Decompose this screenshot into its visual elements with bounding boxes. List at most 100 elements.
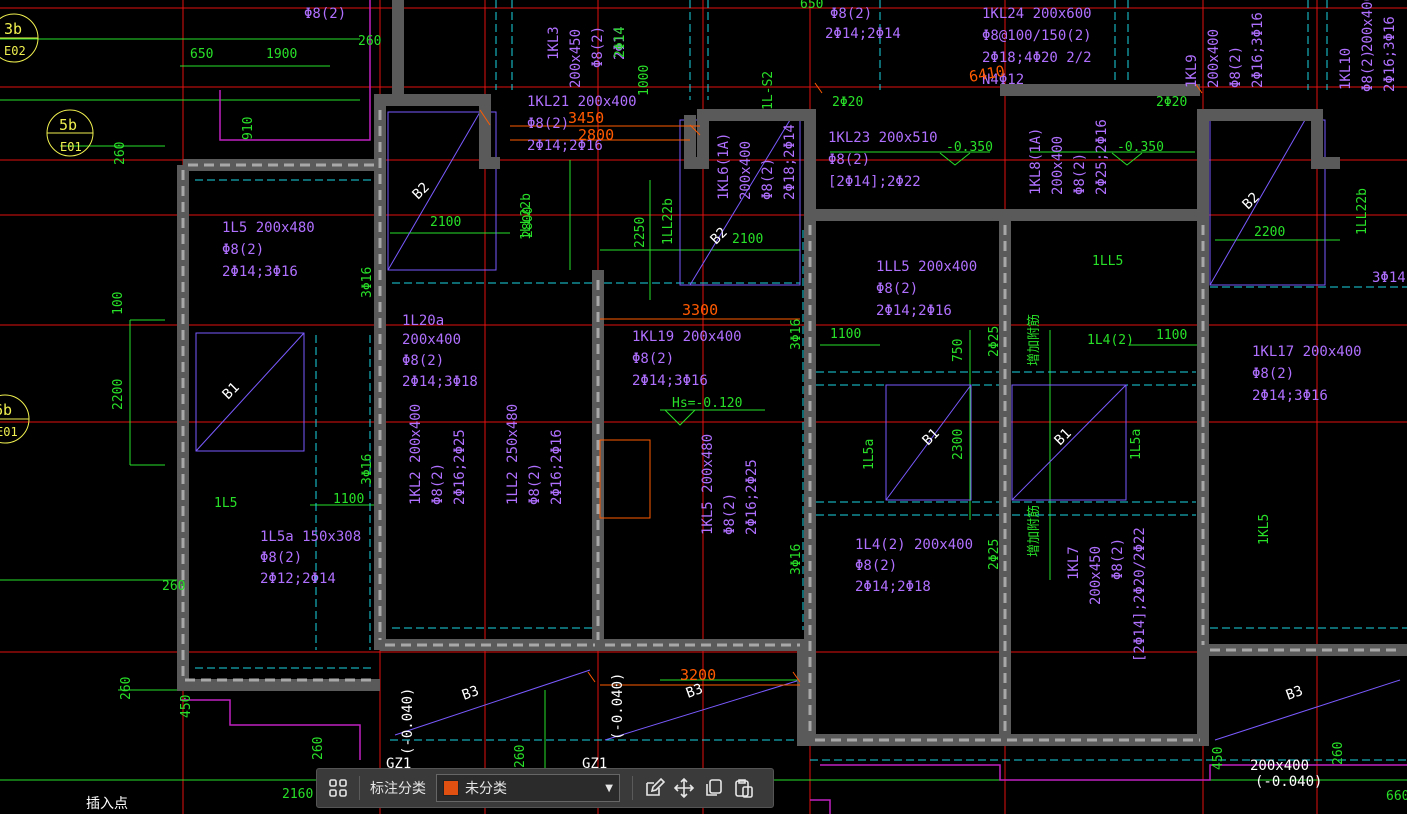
copy-icon[interactable]: [699, 773, 729, 803]
annotation-text-el1: (-0.040): [400, 688, 416, 755]
annotation-text-ll5-c: 2Φ14;2Φ16: [876, 303, 952, 319]
annotation-text-o3450: 3450: [568, 109, 604, 127]
axis-bubbles: [0, 13, 94, 444]
annotation-text-kl7-d: [2Φ14];2Φ20/2Φ22: [1132, 527, 1148, 662]
annotation-text-kl6-c: Φ8(2): [760, 158, 776, 200]
annotation-text-ll22b2: 1LL22b: [661, 198, 676, 245]
annotation-text-kl8-b: 200x400: [1050, 136, 1066, 195]
move-icon[interactable]: [669, 773, 699, 803]
annotation-text-top-b: 2Φ14;2Φ14: [825, 26, 901, 42]
annotation-text-kl17-c: 2Φ14;3Φ16: [1252, 388, 1328, 404]
axis-bubble-label: 3b: [4, 20, 22, 38]
annotation-text-el3: 200x400: [1250, 758, 1309, 774]
annotation-text-kl7-b: 200x450: [1088, 546, 1104, 605]
annotation-text-kl5-a: 1KL5 200x480: [700, 434, 716, 535]
annotation-text-b3b: B3: [684, 681, 705, 702]
annotation-text-kl24-d: N4Φ12: [982, 72, 1024, 88]
edit-icon[interactable]: [639, 773, 669, 803]
annotation-text-f25a: 2Φ25: [987, 326, 1002, 357]
annotation-text-kl8-a: 1KL8(1A): [1028, 128, 1044, 195]
annotation-text-ll22b1: 1LL22b: [519, 193, 534, 240]
annotation-text-d660: 660: [1386, 789, 1407, 804]
annotation-text-o6410: 6410: [968, 62, 1007, 86]
annotation-text-kl9-d: 2Φ16;3Φ16: [1250, 12, 1266, 88]
annotation-text-d2200r: 2200: [1254, 225, 1285, 240]
annotation-text-kl21-b: Φ8(2): [527, 116, 569, 132]
annotation-text-d260c: 260: [162, 579, 185, 594]
annotation-text-kl24-b: Φ8@100/150(2): [982, 28, 1092, 44]
annotation-text-f16b: 3Φ16: [360, 454, 375, 485]
annotation-text-d750: 750: [951, 339, 966, 362]
annotation-text-d100: 100: [111, 292, 126, 315]
annotation-text-kl5-b: Φ8(2): [722, 493, 738, 535]
annotation-text-l5ar: 1L5a: [862, 439, 877, 470]
annotation-text-d260d: 260: [119, 677, 134, 700]
annotation-text-kl19-a: 1KL19 200x400: [632, 329, 742, 345]
annotation-text-kl19-c: 2Φ14;3Φ16: [632, 373, 708, 389]
annotation-text-el4: (-0.040): [1255, 774, 1322, 790]
annotation-text-kl9-c: Φ8(2): [1228, 46, 1244, 88]
annotation-text-d1000: 1000: [637, 65, 652, 96]
annotation-text-o2800: 2800: [578, 126, 614, 144]
annotation-text-cb2: 增加附筋: [1026, 505, 1042, 557]
axis-bubble-label: 6b: [0, 401, 12, 419]
annotation-text-ll2-c: 2Φ16;2Φ16: [549, 429, 565, 505]
annotation-text-kl9-a: 1KL9: [1184, 54, 1200, 88]
annotation-text-l4-b: Φ8(2): [855, 558, 897, 574]
category-color-swatch: [443, 780, 459, 796]
annotation-text-d2100b: 2100: [732, 232, 763, 247]
annotation-text-o3300: 3300: [682, 301, 718, 319]
annotation-text-kl17-a: 1KL17 200x400: [1252, 344, 1362, 360]
annotation-text-d1900: 1900: [266, 47, 297, 62]
annotation-text-b3a: B3: [460, 683, 481, 704]
annotation-text-d2200l: 2200: [111, 379, 126, 410]
annotation-text-kl5r: 1KL5: [1257, 514, 1272, 545]
annotation-text-b3c: B3: [1284, 683, 1305, 704]
annotation-text-d1100c: 1100: [333, 492, 364, 507]
annotation-text-d2100a: 2100: [430, 215, 461, 230]
annotation-text-d650: 650: [190, 47, 213, 62]
annotation-text-top1: Φ8(2): [304, 6, 346, 22]
axis-bubble-sub: E01: [60, 140, 82, 154]
annotation-text-kl5-c: 2Φ16;2Φ25: [744, 459, 760, 535]
category-dropdown[interactable]: 未分类 ▼: [436, 774, 620, 802]
annotation-text-f25b: 2Φ25: [987, 539, 1002, 570]
annotation-text-top-a: Φ8(2): [830, 6, 872, 22]
annotation-text-ll22b3: 1LL22b: [1355, 188, 1370, 235]
annotation-text-f20a: 2Φ20: [832, 95, 863, 110]
annotation-text-kl21-c: 2Φ14;2Φ16: [527, 138, 603, 154]
annotation-text-n350b: -0.350: [1117, 140, 1164, 155]
annotation-text-kl2-a: 1KL2 200x400: [408, 404, 424, 505]
annotation-text-hs: Hs=-0.120: [672, 396, 742, 411]
annotation-text-kl8-c: Φ8(2): [1072, 153, 1088, 195]
annotation-text-kl10-b: 200x400: [1360, 0, 1376, 52]
annotation-text-d1100b: 1100: [1156, 328, 1187, 343]
annotation-text-kl3-b: 200x450: [568, 29, 584, 88]
annotation-text-d2160: 2160: [282, 787, 313, 802]
annotation-text-kl3-a: 1KL3: [546, 26, 562, 60]
annotation-text-f16a: 3Φ16: [360, 267, 375, 298]
annotation-text-l5-c: 2Φ14;3Φ16: [222, 264, 298, 280]
annotation-text-l5a-a: 1L5a 150x308: [260, 529, 361, 545]
toolbar-separator: [359, 776, 360, 800]
annotation-text-kl17-b: Φ8(2): [1252, 366, 1294, 382]
annotation-toolbar: 标注分类 未分类 ▼: [316, 768, 774, 808]
annotation-text-l20a-b: 200x400: [402, 332, 461, 348]
annotation-text-d260b: 260: [113, 142, 128, 165]
annotation-text-l5a-b: Φ8(2): [260, 550, 302, 566]
annotation-text-kl3-c: Φ8(2): [590, 26, 606, 68]
annotation-text-ll5-a: 1LL5 200x400: [876, 259, 977, 275]
axis-bubble-sub: E02: [4, 44, 26, 58]
grid-icon[interactable]: [323, 773, 353, 803]
annotation-text-l20a-c: Φ8(2): [402, 353, 444, 369]
toolbar-separator: [632, 776, 633, 800]
annotation-text-l4b: 1L4(2): [1087, 333, 1134, 348]
paste-icon[interactable]: [729, 773, 759, 803]
category-label: 标注分类: [370, 781, 426, 797]
annotation-text-kl19-b: Φ8(2): [632, 351, 674, 367]
boundary-lines: [180, 0, 1407, 814]
annotation-text-l4-a: 1L4(2) 200x400: [855, 537, 973, 553]
